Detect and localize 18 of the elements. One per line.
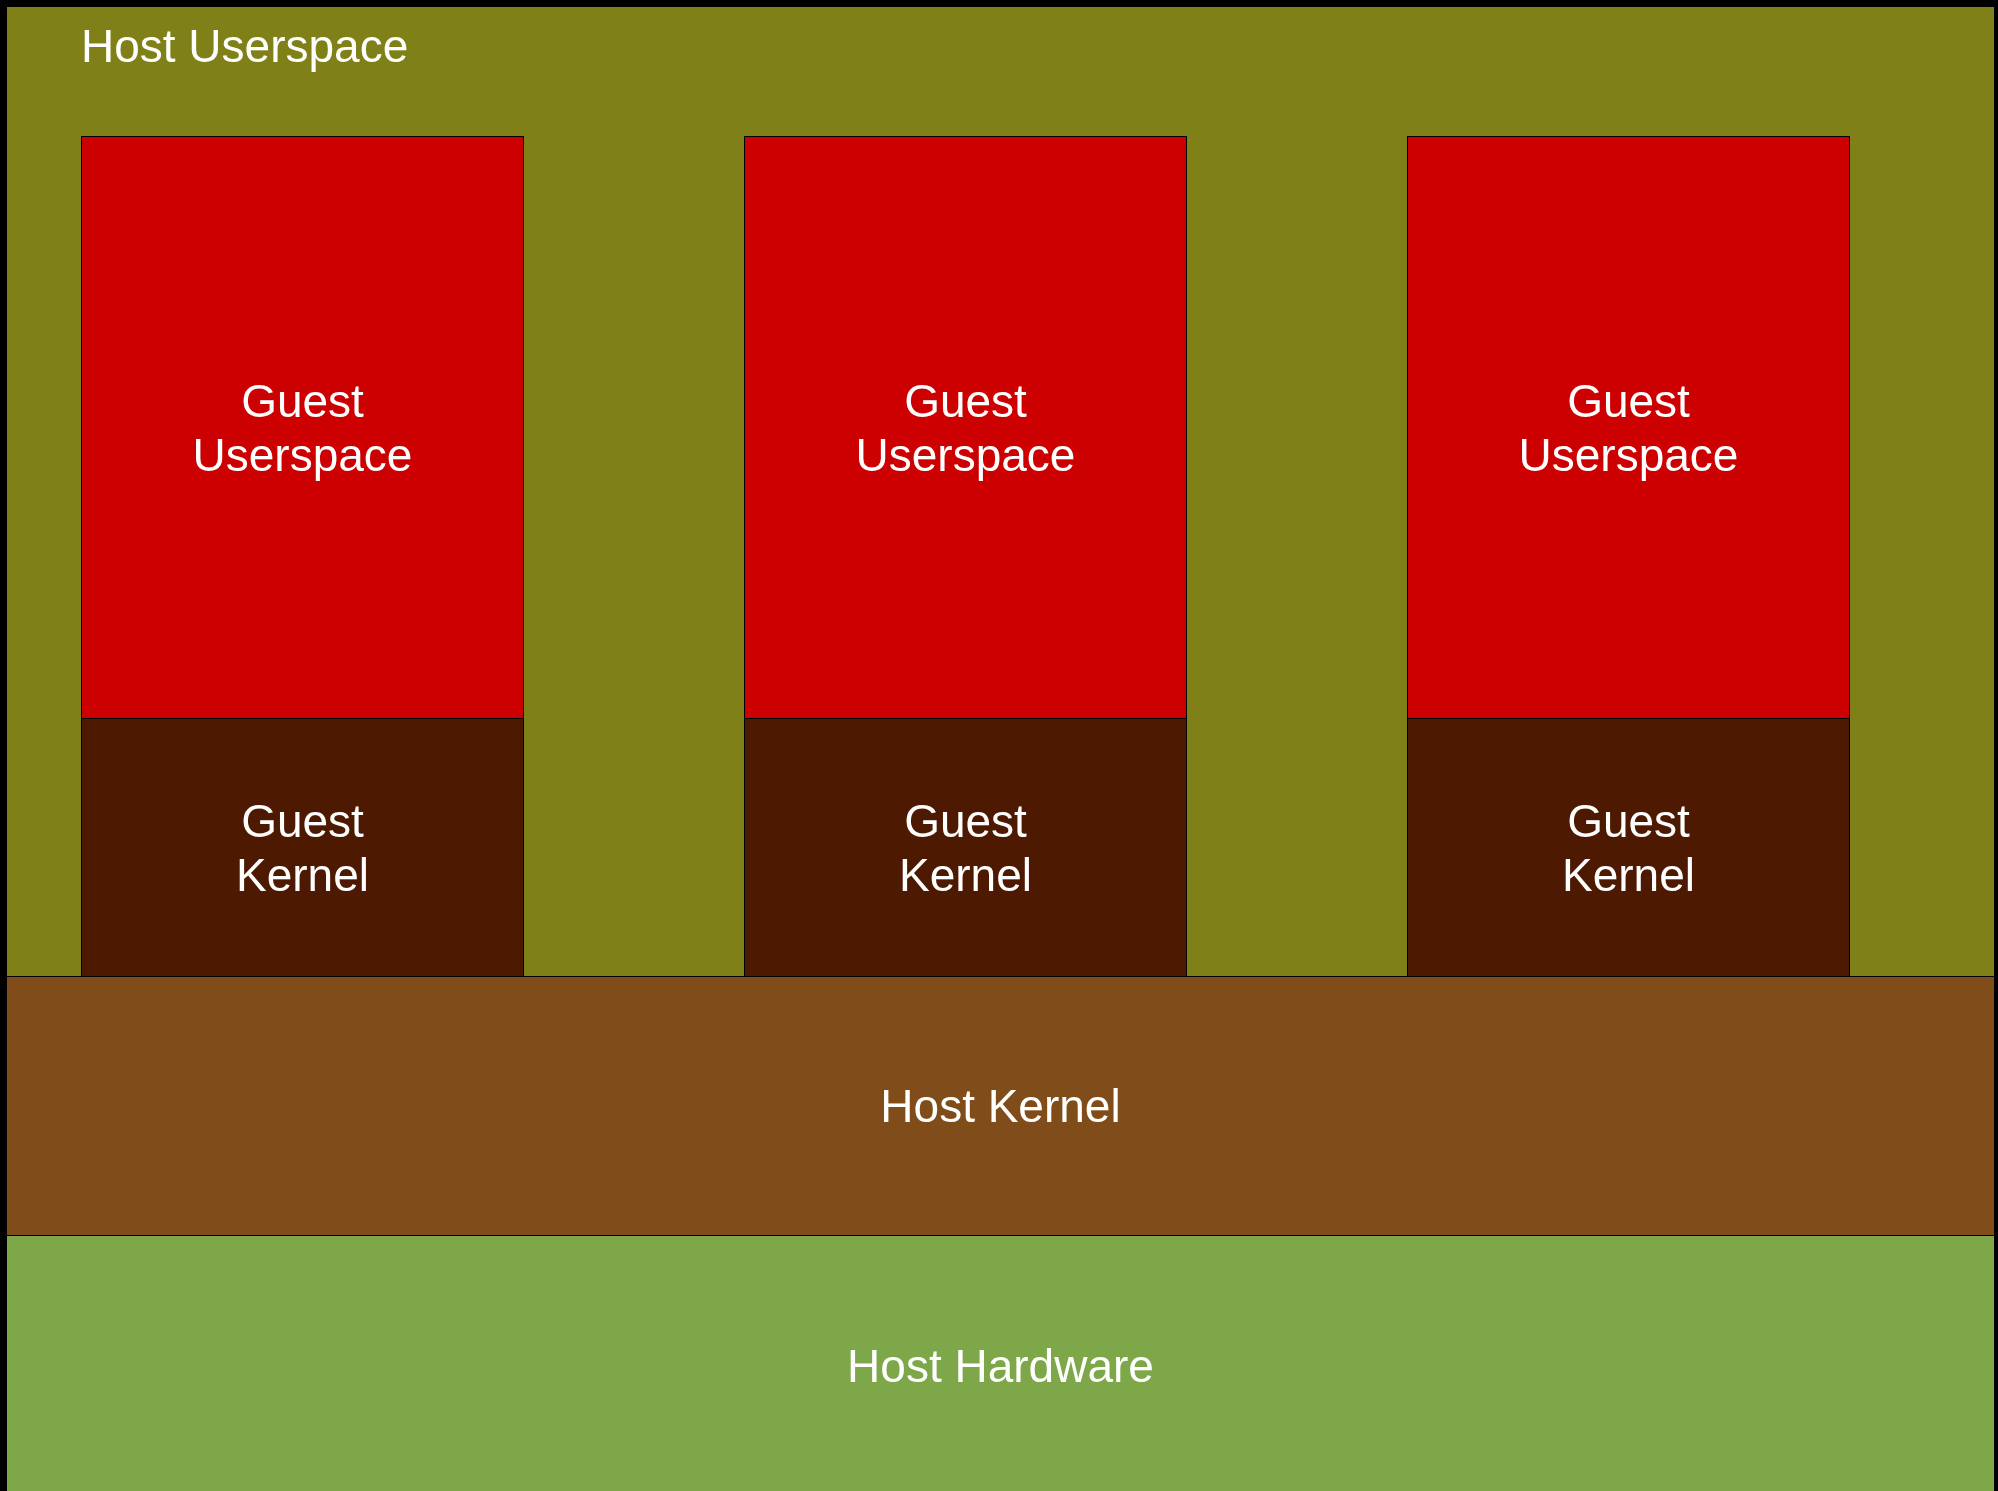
guest-userspace-box bbox=[1407, 136, 1850, 719]
guest-kernel-box bbox=[81, 718, 524, 978]
host-hardware-layer bbox=[6, 1235, 1995, 1491]
host-userspace-panel bbox=[6, 6, 1995, 977]
layer-label: Host Kernel bbox=[880, 1079, 1121, 1133]
layer-label: Guest Userspace bbox=[1517, 373, 1740, 482]
layer-label: Guest Userspace bbox=[854, 373, 1077, 482]
guest-kernel-box bbox=[744, 718, 1187, 978]
guest-userspace-box bbox=[81, 136, 524, 719]
layer-label: Guest Kernel bbox=[1561, 794, 1696, 902]
layer-label: Guest Kernel bbox=[898, 794, 1033, 902]
layer-label: Host Hardware bbox=[847, 1339, 1154, 1393]
host-kernel-layer bbox=[6, 976, 1995, 1236]
guest-kernel-box bbox=[1407, 718, 1850, 978]
guest-userspace-box bbox=[744, 136, 1187, 719]
layer-label: Host Userspace bbox=[81, 19, 409, 73]
layer-label: Guest Kernel bbox=[235, 794, 370, 902]
layer-label: Guest Userspace bbox=[191, 373, 414, 482]
